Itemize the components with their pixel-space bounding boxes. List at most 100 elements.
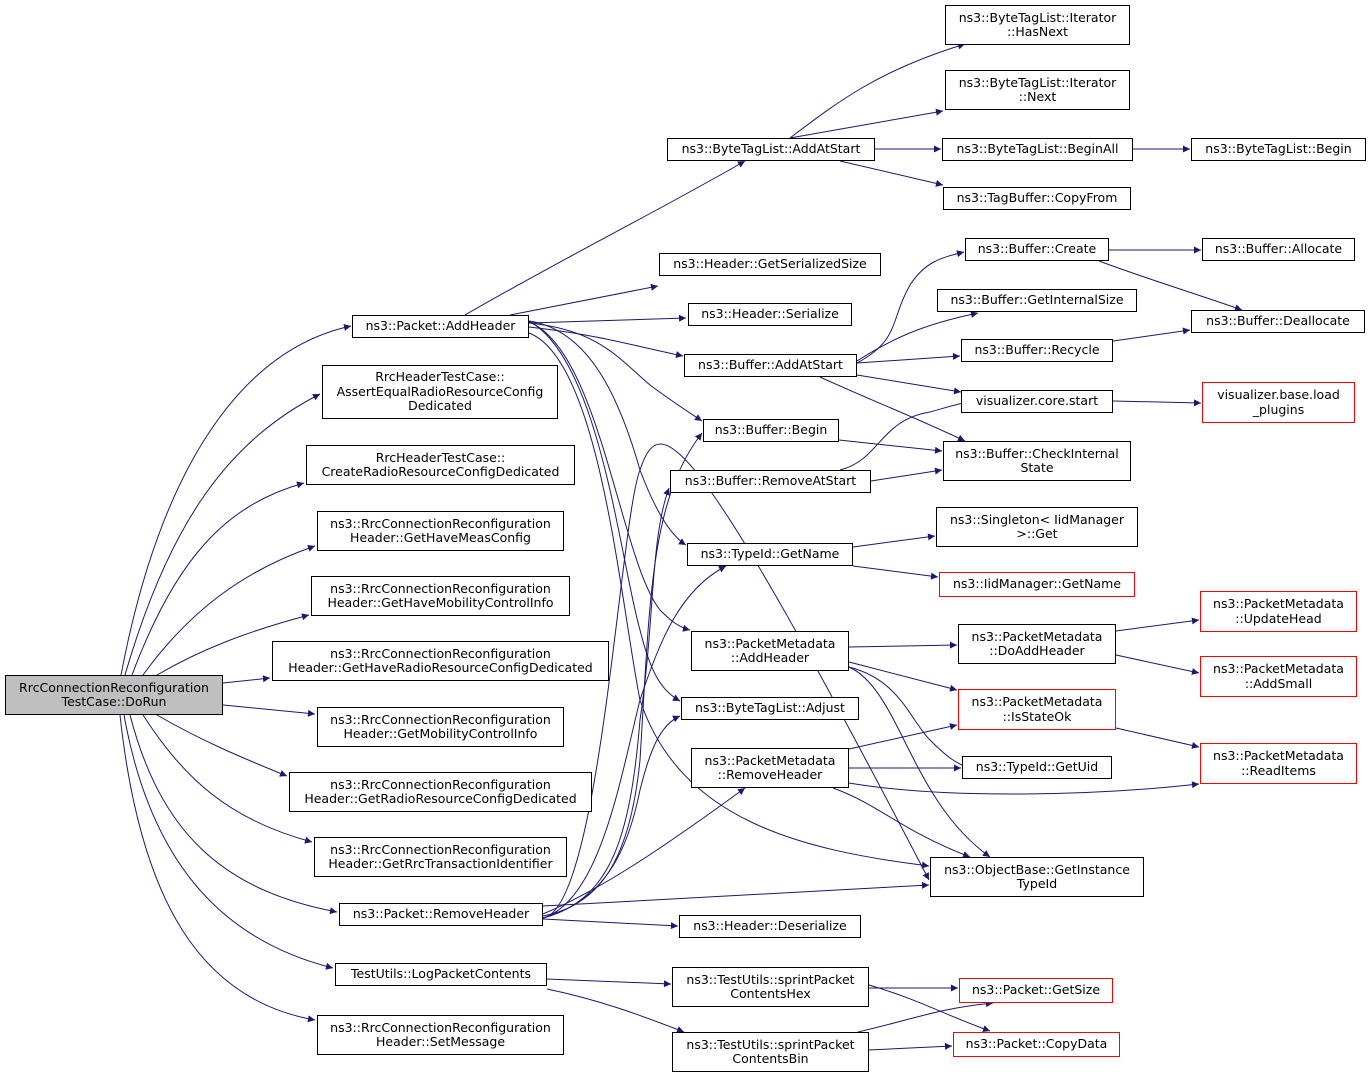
node-label-line: ns3::PacketMetadata	[1213, 748, 1344, 763]
call-edge	[839, 398, 975, 471]
call-edge	[848, 641, 958, 649]
node-pm-updatehead[interactable]: ns3::PacketMetadata::UpdateHead	[1200, 591, 1357, 632]
node-logpkt[interactable]: TestUtils::LogPacketContents	[335, 963, 547, 986]
call-edge	[856, 352, 961, 364]
call-edge	[856, 374, 962, 395]
node-label-line: ns3::Singleton< IidManager	[949, 511, 1125, 527]
node-pkt-removeheader[interactable]: ns3::Packet::RemoveHeader	[339, 903, 543, 926]
call-edge	[848, 723, 958, 750]
call-edge	[838, 439, 943, 454]
node-label-line: ns3::PacketMetadata	[1213, 661, 1344, 676]
node-label-line: Header::GetHaveRadioResourceConfigDedica…	[288, 660, 593, 675]
node-label-line: ns3::TestUtils::sprintPacket	[686, 1036, 855, 1052]
node-hdr-serialize[interactable]: ns3::Header::Serialize	[688, 303, 852, 326]
node-buf-begin[interactable]: ns3::Buffer::Begin	[703, 419, 839, 442]
node-btl-begin[interactable]: ns3::ByteTagList::Begin	[1191, 138, 1366, 161]
call-edge	[528, 320, 681, 702]
node-label-line: Header::GetHaveMeasConfig	[350, 530, 531, 545]
node-pm-doaddheader[interactable]: ns3::PacketMetadata::DoAddHeader	[958, 624, 1116, 664]
node-vis-loadplugins[interactable]: visualizer.base.load_plugins	[1202, 382, 1355, 423]
node-iid-getname[interactable]: ns3::IidManager::GetName	[939, 572, 1135, 597]
call-edge	[123, 714, 334, 970]
node-pm-readitems[interactable]: ns3::PacketMetadata::ReadItems	[1200, 743, 1357, 784]
node-label-line: Dedicated	[408, 398, 472, 414]
node-label-line: ns3::Buffer::GetInternalSize	[950, 292, 1124, 308]
call-edge	[131, 481, 305, 676]
node-buf-deallocate[interactable]: ns3::Buffer::Deallocate	[1191, 310, 1365, 333]
node-label-line: ns3::Header::Serialize	[701, 306, 839, 322]
node-createradio[interactable]: RrcHeaderTestCase::CreateRadioResourceCo…	[306, 445, 575, 485]
node-label-line: ns3::Header::Deserialize	[693, 918, 847, 934]
node-label-line: visualizer.core.start	[975, 393, 1099, 409]
node-typeid-getname[interactable]: ns3::TypeId::GetName	[687, 543, 853, 566]
node-btl-adjust[interactable]: ns3::ByteTagList::Adjust	[681, 697, 859, 720]
node-buf-getinternalsize[interactable]: ns3::Buffer::GetInternalSize	[937, 289, 1137, 312]
node-tagbuf-copyfrom[interactable]: ns3::TagBuffer::CopyFrom	[943, 187, 1131, 210]
node-pkt-getsize[interactable]: ns3::Packet::GetSize	[959, 978, 1113, 1003]
call-edge	[1115, 727, 1200, 749]
node-buf-allocate[interactable]: ns3::Buffer::Allocate	[1202, 238, 1355, 261]
node-label-line: ns3::Buffer::Deallocate	[1206, 313, 1350, 329]
node-label-line: TypeId	[1016, 876, 1058, 891]
node-pkt-copydata[interactable]: ns3::Packet::CopyData	[953, 1032, 1120, 1057]
call-edge	[1112, 399, 1202, 407]
node-buf-recycle[interactable]: ns3::Buffer::Recycle	[961, 339, 1113, 362]
node-buf-create[interactable]: ns3::Buffer::Create	[965, 238, 1109, 261]
call-edge	[1115, 654, 1200, 675]
node-pm-removeheader[interactable]: ns3::PacketMetadata::RemoveHeader	[691, 748, 849, 788]
node-pkt-addheader[interactable]: ns3::Packet::AddHeader	[352, 315, 529, 338]
call-edge	[857, 1000, 994, 1033]
node-singleton-get[interactable]: ns3::Singleton< IidManager>::Get	[936, 507, 1138, 547]
node-btl-next[interactable]: ns3::ByteTagList::Iterator::Next	[945, 70, 1130, 110]
call-edge	[832, 787, 971, 858]
node-btl-beginall[interactable]: ns3::ByteTagList::BeginAll	[942, 138, 1133, 161]
call-edge	[124, 393, 321, 676]
call-edge	[870, 467, 943, 482]
node-btl-hasnext[interactable]: ns3::ByteTagList::Iterator::HasNext	[945, 5, 1130, 45]
node-label-line: ns3::Buffer::Recycle	[974, 342, 1100, 358]
node-label-line: CreateRadioResourceConfigDedicated	[321, 464, 560, 479]
node-hdr-getser[interactable]: ns3::Header::GetSerializedSize	[659, 253, 881, 276]
node-label-line: ::DoAddHeader	[989, 643, 1085, 658]
node-pm-addsmall[interactable]: ns3::PacketMetadata::AddSmall	[1200, 656, 1357, 697]
node-label-line: ns3::RrcConnectionReconfiguration	[330, 776, 551, 792]
node-label-line: ns3::Buffer::CheckInternal	[955, 445, 1119, 461]
node-label-line: ::UpdateHead	[1235, 610, 1322, 626]
node-typeid-getuid[interactable]: ns3::TypeId::GetUid	[962, 756, 1112, 779]
call-edge	[120, 324, 352, 676]
node-hdr-deserialize[interactable]: ns3::Header::Deserialize	[679, 915, 861, 938]
node-vis-start[interactable]: visualizer.core.start	[961, 390, 1113, 413]
node-label-line: TestUtils::LogPacketContents	[351, 966, 531, 982]
node-label-line: RrcConnectionReconfiguration	[19, 679, 209, 695]
node-buf-removeatstart[interactable]: ns3::Buffer::RemoveAtStart	[670, 470, 871, 493]
node-pm-addheader[interactable]: ns3::PacketMetadata::AddHeader	[691, 631, 849, 671]
node-label-line: ::Next	[1018, 89, 1057, 104]
call-edge	[852, 565, 939, 580]
node-btl-addatstart[interactable]: ns3::ByteTagList::AddAtStart	[667, 138, 875, 161]
call-edge	[222, 675, 271, 684]
node-buf-addatstart[interactable]: ns3::Buffer::AddAtStart	[684, 354, 857, 377]
node-label-line: ns3::Buffer::Create	[977, 241, 1097, 257]
node-assertequal[interactable]: RrcHeaderTestCase::AssertEqualRadioResou…	[322, 365, 558, 419]
node-label-line: Header::GetHaveMobilityControlInfo	[327, 595, 554, 610]
node-label-line: >::Get	[1016, 526, 1058, 541]
node-label-line: ::RemoveHeader	[717, 767, 823, 782]
call-edge	[528, 321, 691, 632]
node-label-line: State	[1020, 460, 1054, 475]
node-label-line: ns3::RrcConnectionReconfiguration	[330, 580, 551, 596]
node-label-line: ns3::Packet::AddHeader	[365, 318, 516, 334]
node-pm-isstateok[interactable]: ns3::PacketMetadata::IsStateOk	[958, 689, 1116, 730]
node-label-line: ns3::Buffer::Begin	[714, 422, 828, 438]
